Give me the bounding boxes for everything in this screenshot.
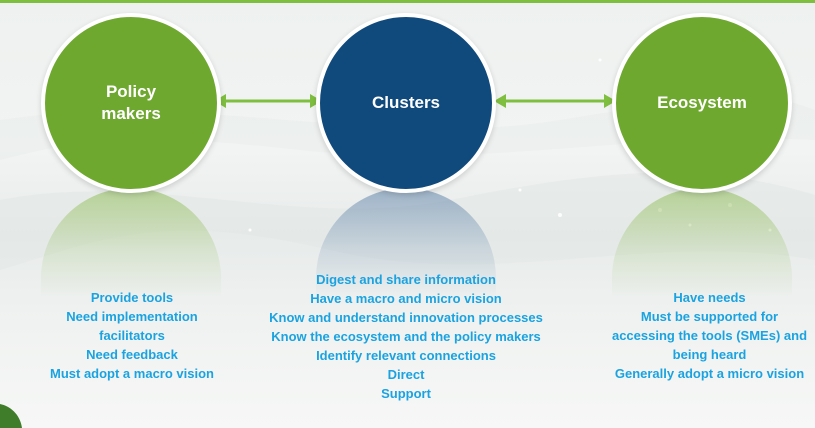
list-item: being heard bbox=[672, 347, 747, 362]
list-item: Support bbox=[381, 386, 431, 401]
ecosystem-title: Ecosystem bbox=[657, 93, 747, 112]
list-item: Know and understand innovation processes bbox=[269, 310, 543, 325]
list-item: Must be supported for bbox=[640, 309, 779, 324]
list-item: Need feedback bbox=[86, 347, 178, 362]
leaf-decoration bbox=[0, 404, 22, 428]
clusters-title: Clusters bbox=[371, 93, 441, 112]
arrow-head-left-2 bbox=[494, 94, 506, 108]
list-item: accessing the tools (SMEs) and bbox=[611, 328, 808, 343]
arrow-head-right-2 bbox=[604, 94, 616, 108]
list-item: Generally adopt a micro vision bbox=[614, 366, 805, 381]
clusters-node: Clusters bbox=[316, 13, 496, 193]
policy-makers-title: Policy makers bbox=[101, 82, 161, 123]
list-item: Have a macro and micro vision bbox=[310, 291, 502, 306]
list-item: Need implementation bbox=[66, 309, 198, 324]
clusters-list: Digest and share information Have a macr… bbox=[256, 270, 556, 403]
list-item: Have needs bbox=[673, 290, 746, 305]
policy-makers-node: Policy makers bbox=[41, 13, 221, 193]
list-item: facilitators bbox=[99, 328, 165, 343]
ecosystem-node: Ecosystem bbox=[612, 13, 792, 193]
list-item: Provide tools bbox=[90, 290, 174, 305]
list-item: Identify relevant connections bbox=[316, 348, 496, 363]
ecosystem-list: Have needs Must be supported for accessi… bbox=[604, 288, 815, 383]
policy-makers-list: Provide tools Need implementation facili… bbox=[32, 288, 232, 383]
top-accent-line bbox=[0, 0, 815, 3]
list-item: Must adopt a macro vision bbox=[50, 366, 214, 381]
list-item: Direct bbox=[387, 367, 425, 382]
list-item: Know the ecosystem and the policy makers bbox=[271, 329, 541, 344]
list-item: Digest and share information bbox=[316, 272, 496, 287]
